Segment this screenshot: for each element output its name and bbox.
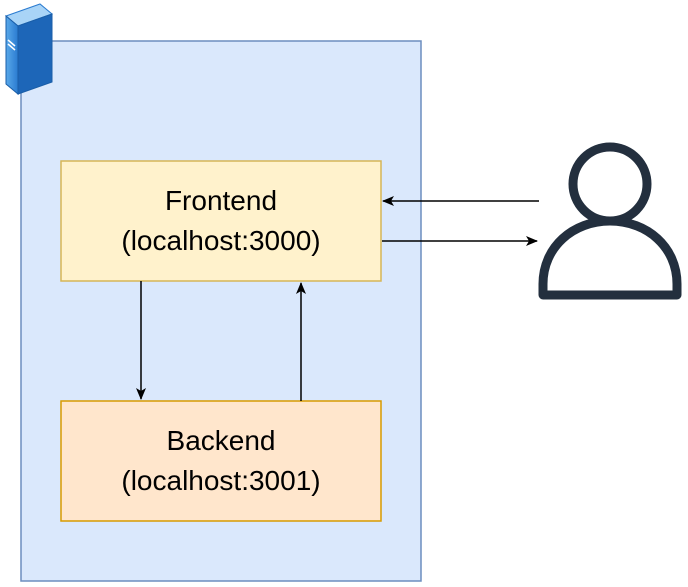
- frontend-address: (localhost:3000): [121, 225, 321, 256]
- frontend-title: Frontend: [164, 185, 278, 216]
- user-icon: [538, 142, 682, 300]
- backend-address: (localhost:3001): [121, 465, 321, 496]
- backend-title: Backend: [166, 425, 276, 456]
- backend-label: Backend (localhost:3001): [61, 401, 381, 521]
- backend-box: [60, 400, 382, 522]
- server-icon: [5, 3, 53, 96]
- frontend-box: [60, 160, 382, 282]
- frontend-label: Frontend (localhost:3000): [61, 161, 381, 281]
